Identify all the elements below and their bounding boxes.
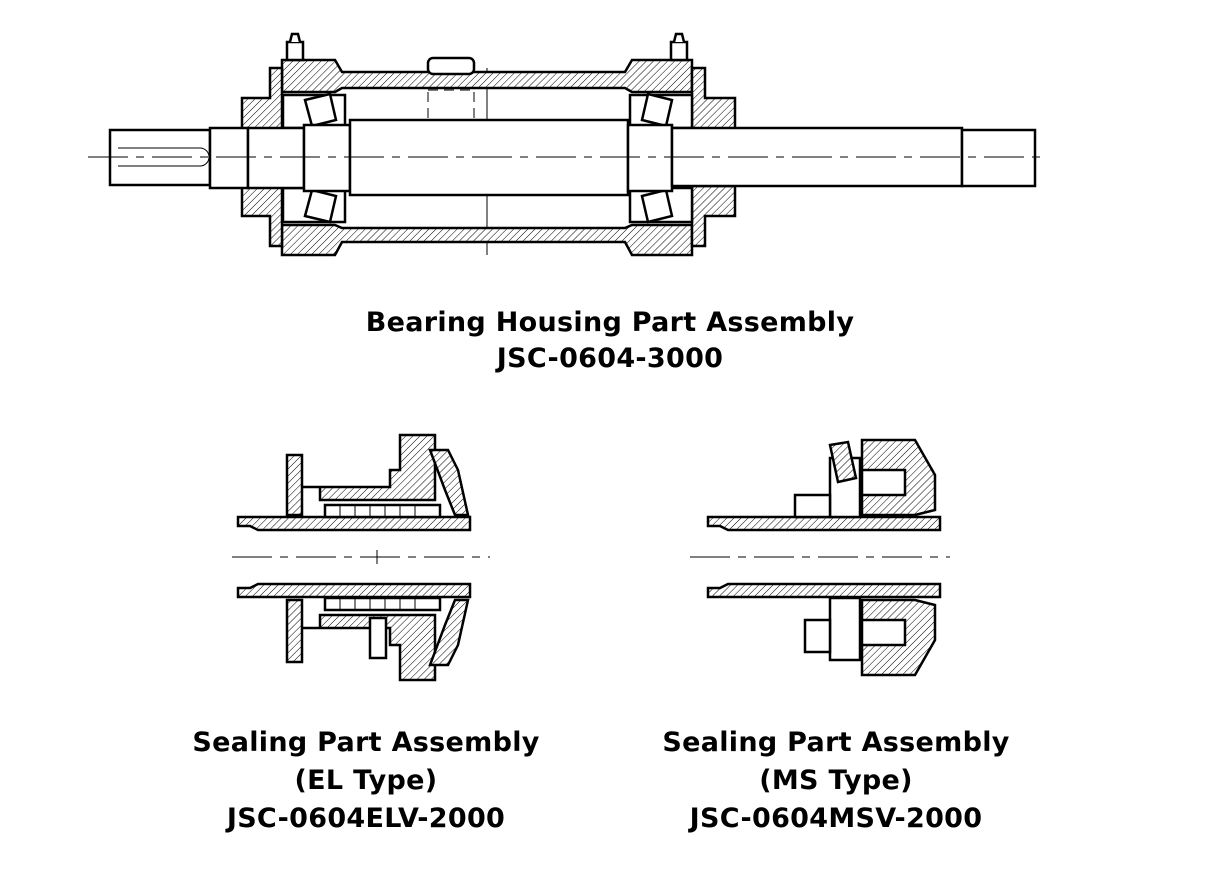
- sealing-ms-type-drawing: [690, 438, 950, 677]
- drawing-title: Sealing Part Assembly: [192, 727, 540, 758]
- drawing-title: Bearing Housing Part Assembly: [365, 307, 855, 338]
- drawing-code: JSC-0604ELV-2000: [226, 803, 506, 834]
- bearing-housing-assembly-drawing: [88, 32, 1048, 257]
- drawing-variant: (EL Type): [294, 765, 438, 796]
- drawing-code: JSC-0604MSV-2000: [689, 803, 983, 834]
- bearing-housing-caption: Bearing Housing Part Assembly JSC-0604-3…: [310, 305, 910, 377]
- sealing-ms-caption: Sealing Part Assembly (MS Type) JSC-0604…: [586, 724, 1086, 838]
- drawing-title: Sealing Part Assembly: [662, 727, 1010, 758]
- drawing-variant: (MS Type): [759, 765, 913, 796]
- sealing-el-type-drawing: [232, 433, 490, 682]
- drawing-code: JSC-0604-3000: [496, 343, 724, 374]
- sealing-el-caption: Sealing Part Assembly (EL Type) JSC-0604…: [116, 724, 616, 838]
